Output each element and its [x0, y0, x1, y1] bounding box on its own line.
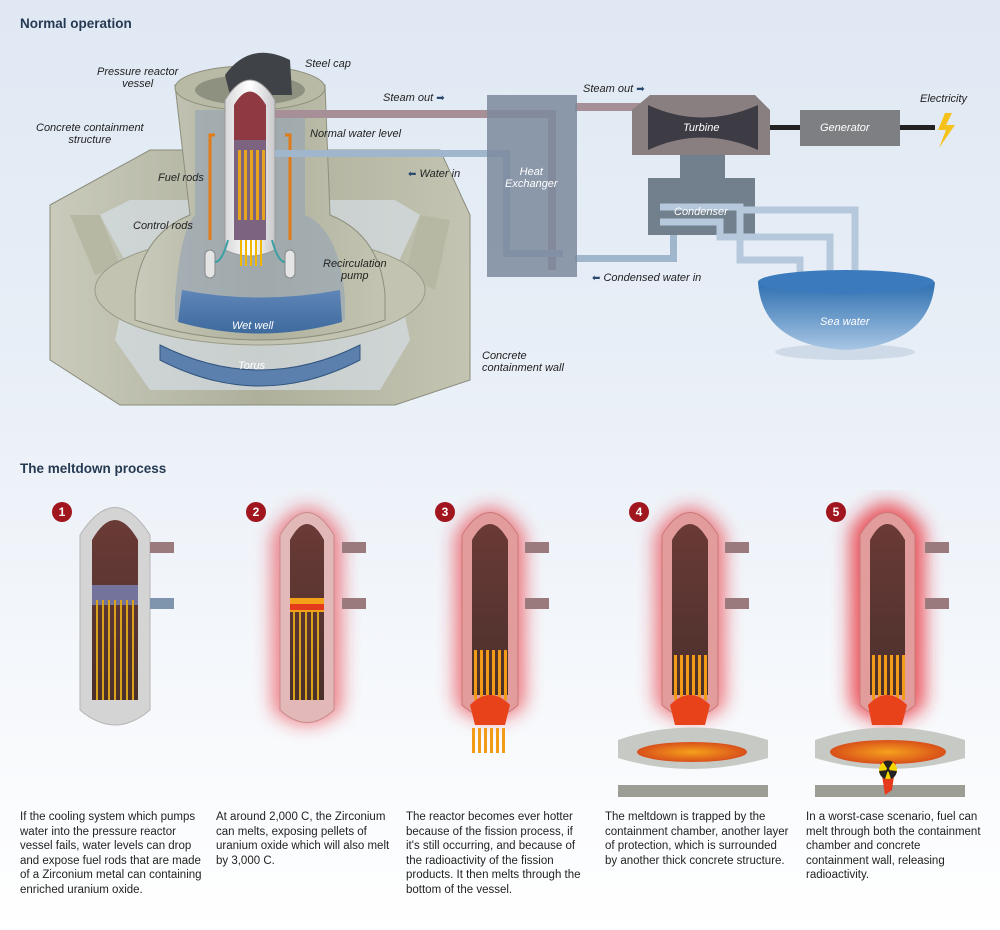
recirculation-pump-left	[204, 249, 216, 279]
condenser-label: Condenser	[674, 206, 728, 218]
wet-well-label: Wet well	[232, 320, 274, 332]
steel-cap-label: Steel cap	[305, 58, 351, 70]
arrow-right-icon: ➡	[436, 93, 445, 104]
wet-well	[178, 290, 342, 334]
torus-label: Torus	[238, 360, 266, 372]
condenser	[648, 155, 755, 235]
control-rods-label: Control rods	[133, 220, 193, 232]
recirculation-pump-right	[284, 249, 296, 279]
condensed-water-label: ⬅ Condensed water in	[592, 272, 702, 284]
steam-out-label-1: Steam out ➡	[383, 92, 445, 104]
arrow-left-icon: ⬅	[408, 169, 417, 180]
steam-out-label-2: Steam out ➡	[583, 83, 645, 95]
arrow-right-icon: ➡	[636, 84, 645, 95]
step-2-caption: At around 2,000 C, the Zirconium can mel…	[216, 811, 390, 867]
normal-operation-title: Normal operation	[20, 16, 132, 31]
meltdown-title: The meltdown process	[20, 461, 167, 476]
meltdown-step-2-vessel	[272, 507, 366, 725]
turbine-shaft	[770, 125, 800, 130]
reactor-diagram	[49, 52, 955, 406]
meltdown-step-4-vessel	[618, 507, 768, 797]
torus	[159, 344, 361, 387]
arrow-left-icon: ⬅	[592, 273, 601, 284]
control-rods	[240, 240, 262, 266]
step-2-badge: 2	[246, 502, 266, 522]
meltdown-step-1-vessel	[79, 507, 174, 726]
sea-water-label: Sea water	[820, 316, 870, 328]
meltdown-diagram	[79, 502, 965, 797]
generator	[800, 110, 900, 146]
electricity-label: Electricity	[920, 93, 968, 105]
step-1-caption: If the cooling system which pumps water …	[20, 811, 202, 896]
step-3-caption: The reactor becomes ever hotter because …	[406, 811, 581, 896]
heat-exchanger	[487, 95, 577, 277]
water-level-label: Normal water level	[310, 128, 402, 140]
lightning-icon	[938, 113, 955, 148]
meltdown-step-3-vessel	[455, 507, 549, 753]
step-3-badge: 3	[435, 502, 455, 522]
step-5-caption: In a worst-case scenario, fuel can melt …	[806, 811, 981, 882]
step-5-badge: 5	[826, 502, 846, 522]
turbine	[632, 95, 770, 155]
turbine-label: Turbine	[683, 122, 720, 134]
step-4-badge: 4	[629, 502, 649, 522]
step-1-badge: 1	[52, 502, 72, 522]
sea-water	[758, 270, 935, 360]
generator-label: Generator	[820, 122, 870, 134]
fuel-rods-label: Fuel rods	[158, 172, 204, 184]
meltdown-step-5-vessel	[815, 502, 965, 797]
water-in-label: ⬅ Water in	[408, 168, 461, 180]
step-4-caption: The meltdown is trapped by the containme…	[605, 811, 789, 867]
fuel-rods	[238, 150, 265, 220]
